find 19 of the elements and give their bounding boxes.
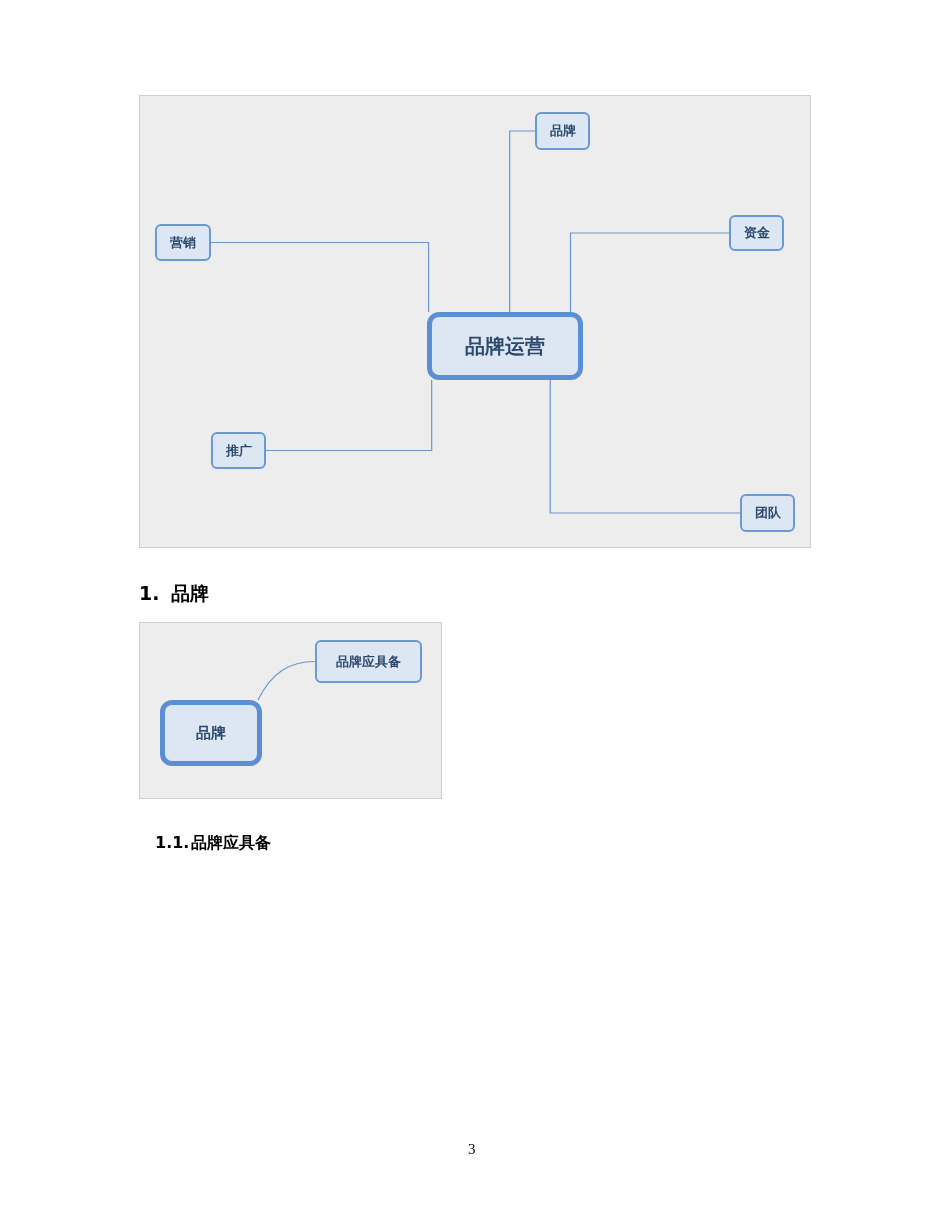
section-heading: 品牌 bbox=[171, 581, 209, 606]
connector-line bbox=[257, 660, 316, 701]
section-heading: 1.1. bbox=[155, 832, 190, 854]
connector-line bbox=[549, 379, 741, 514]
central-topic-box: 品牌运营 bbox=[427, 312, 583, 380]
central-topic-box: 品牌 bbox=[160, 700, 262, 766]
connector-line bbox=[569, 232, 730, 313]
topic-box: 品牌 bbox=[535, 112, 590, 150]
section-heading: 品牌应具备 bbox=[191, 832, 271, 854]
topic-box: 品牌应具备 bbox=[315, 640, 422, 683]
section-heading: 1. bbox=[139, 581, 160, 606]
page-number: 3 bbox=[468, 1140, 476, 1159]
connector-line bbox=[509, 130, 536, 313]
topic-box: 营销 bbox=[155, 224, 211, 261]
topic-box: 团队 bbox=[740, 494, 795, 532]
connector-line bbox=[210, 241, 430, 313]
connector-line bbox=[265, 379, 433, 452]
topic-box: 资金 bbox=[729, 215, 784, 251]
topic-box: 推广 bbox=[211, 432, 266, 469]
